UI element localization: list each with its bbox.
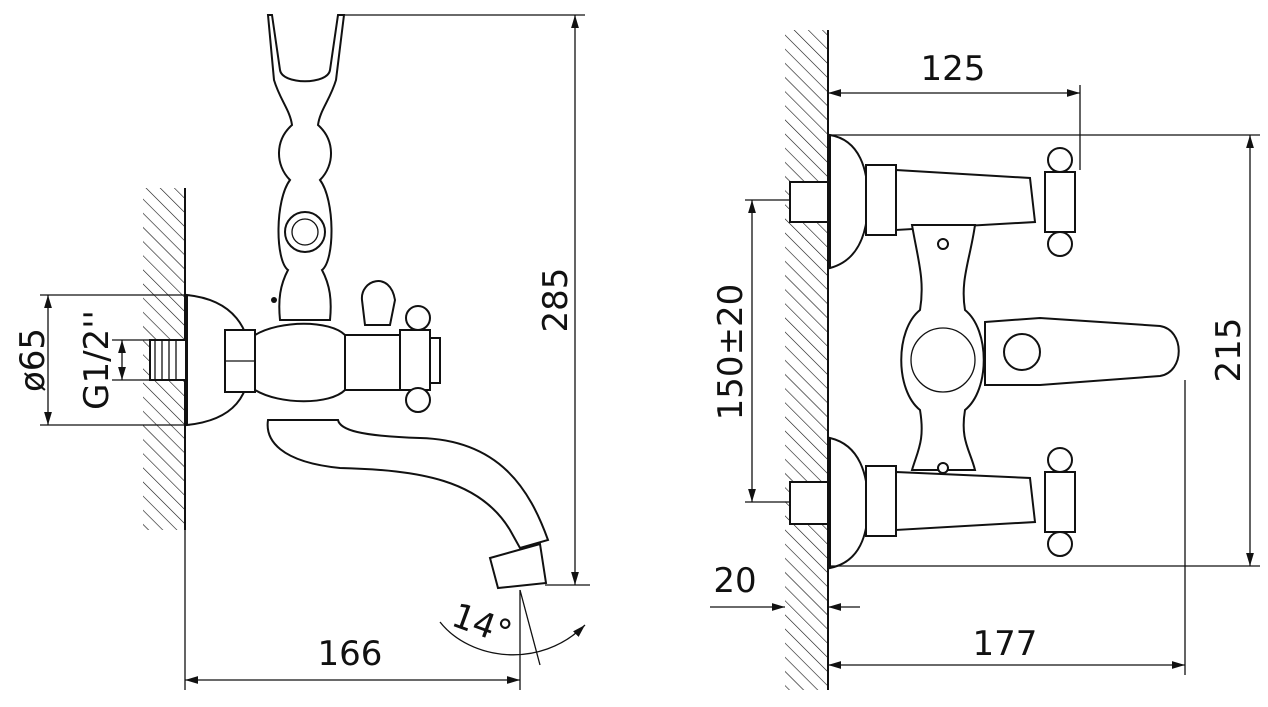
- flange-bottom: [829, 436, 870, 570]
- spout-angle-label: 14°: [447, 596, 517, 654]
- holder-ring: [284, 211, 326, 253]
- spout-front: [984, 316, 1180, 386]
- handle-cross: [399, 329, 431, 391]
- spout-reach-label: 177: [973, 624, 1038, 664]
- thread-connector-bottom: [789, 481, 829, 525]
- handle-cross-bottom: [1044, 471, 1076, 533]
- angle-arc: [439, 621, 586, 656]
- wall-hatch: [785, 30, 828, 690]
- flange-diameter-label: ø65: [13, 328, 53, 392]
- dim-depth-label: 166: [318, 634, 383, 674]
- wall-offset-label: 20: [713, 561, 756, 601]
- valve-body-bottom: [895, 470, 1037, 532]
- valve-body-top: [895, 168, 1037, 232]
- handle-lever-back: [360, 280, 397, 326]
- nut-bottom: [865, 465, 897, 537]
- thread-connector: [149, 339, 187, 381]
- thread-label: G1/2'': [77, 310, 117, 410]
- handle-cross-top: [1044, 171, 1076, 233]
- side-view: 285 166 14° ø65 G1/2'': [13, 14, 590, 690]
- diverter-column: [900, 224, 985, 471]
- handle-reach-label: 125: [921, 49, 986, 89]
- dim-height-label: 285: [536, 268, 576, 333]
- mixer-body: [254, 322, 346, 403]
- nut-top: [865, 164, 897, 236]
- centers-label: 150±20: [711, 284, 751, 421]
- shower-holder: [266, 14, 346, 321]
- flange-top: [829, 133, 870, 270]
- front-height-label: 215: [1209, 318, 1249, 383]
- spout-diverter-knob: [1003, 333, 1041, 371]
- thread-connector-top: [789, 181, 829, 223]
- spout-aerator: [488, 542, 548, 590]
- front-view: 125 215 150±20 20 177: [710, 30, 1260, 690]
- spout: [266, 419, 550, 550]
